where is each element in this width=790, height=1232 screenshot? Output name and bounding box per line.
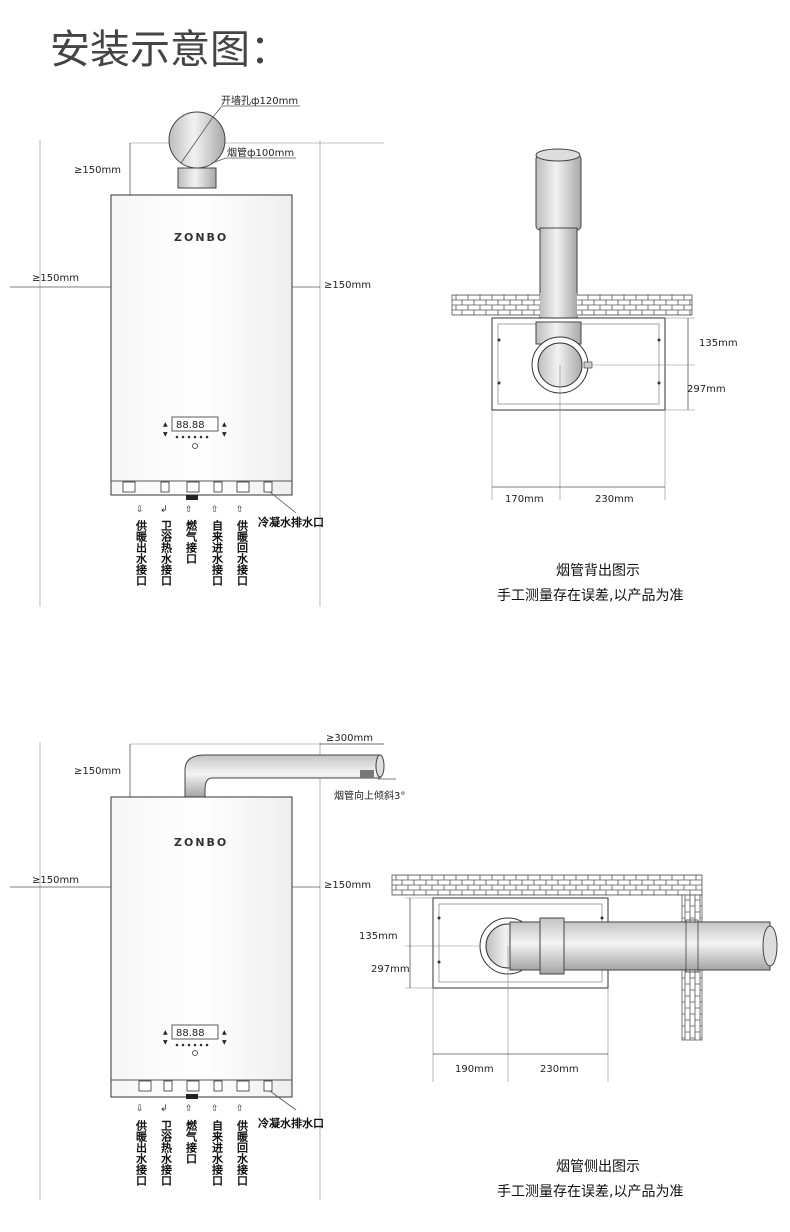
svg-text:▼: ▼ xyxy=(163,431,168,438)
svg-text:⇩: ⇩ xyxy=(136,505,144,515)
svg-text:⇧: ⇧ xyxy=(236,505,244,515)
svg-text:⇧: ⇧ xyxy=(236,1104,244,1114)
back-view-caption: 烟管背出图示 xyxy=(556,563,640,579)
brand-logo-bottom: ZONBO xyxy=(174,836,228,849)
flue-pipe-label: 烟管ф100mm xyxy=(227,146,294,159)
display-panel-bottom xyxy=(171,1024,219,1040)
dim-190-label: 190mm xyxy=(455,1064,494,1075)
bottom-connector-labels: 供暖出水接口 卫浴热水接口 燃气接口 自来进水接口 供暖回水接口 xyxy=(135,1119,250,1187)
bottom-section: ≥150mm ≥300mm ≥150mm ≥150mm 烟管向上倾斜3° ZON… xyxy=(10,733,405,1200)
connector-heating-out-top: 供暖出水接口 xyxy=(135,519,149,587)
side-pipe-clearance-label: ≥300mm xyxy=(326,733,373,744)
dim-135-label: 135mm xyxy=(699,338,738,349)
power-button-icon xyxy=(192,443,198,449)
svg-text:⇧: ⇧ xyxy=(211,1104,219,1114)
svg-text:▼: ▼ xyxy=(163,1039,168,1046)
svg-text:↲: ↲ xyxy=(160,505,168,515)
side-view-caption: 烟管侧出图示 xyxy=(556,1159,640,1175)
connector-cold-in-bottom: 自来进水接口 xyxy=(211,1119,225,1187)
side-exit-view: 190mm 230mm 135mm 297mm 烟管侧出图示 手工测量存在误差,… xyxy=(359,874,778,1200)
connector-cold-in-top: 自来进水接口 xyxy=(211,519,225,587)
svg-text:▲: ▲ xyxy=(163,1029,168,1036)
side-view-note: 手工测量存在误差,以产品为准 xyxy=(497,1184,683,1200)
brand-logo-top: ZONBO xyxy=(174,231,228,244)
svg-text:⇩: ⇩ xyxy=(136,1104,144,1114)
bottom-top-clearance-label: ≥150mm xyxy=(74,766,121,777)
top-connector-labels: 供暖出水接口 卫浴热水接口 燃气接口 自来进水接口 供暖回水接口 xyxy=(135,519,250,587)
connector-hot-water-top: 卫浴热水接口 xyxy=(160,520,173,587)
dim-230b-label: 230mm xyxy=(540,1064,579,1075)
svg-text:▼: ▼ xyxy=(222,431,227,438)
brick-wall-top xyxy=(391,874,703,896)
connector-hot-water-bottom: 卫浴热水接口 xyxy=(160,1120,173,1187)
boiler-body-bottom xyxy=(110,796,293,1098)
display-digits-bottom: 88.88 xyxy=(176,1028,205,1039)
left-clearance-label: ≥150mm xyxy=(32,273,79,284)
boiler-body-top xyxy=(110,194,293,496)
svg-text:⇧: ⇧ xyxy=(185,1104,193,1114)
dim-297b-label: 297mm xyxy=(371,964,410,975)
flue-collar xyxy=(177,167,217,189)
dim-297-label: 297mm xyxy=(687,384,726,395)
top-clearance-label: ≥150mm xyxy=(74,165,121,176)
right-clearance-label: ≥150mm xyxy=(324,280,371,291)
svg-text:↲: ↲ xyxy=(160,1104,168,1114)
bottom-right-clearance-label: ≥150mm xyxy=(324,880,371,891)
display-digits-top: 88.88 xyxy=(176,420,205,431)
top-section: ≥150mm ≥150mm ≥150mm 开墙孔ф120mm 烟管ф100mm … xyxy=(10,94,384,607)
connector-gas-top: 燃气接口 xyxy=(185,519,199,565)
dim-230-label: 230mm xyxy=(595,494,634,505)
connector-gas-bottom: 燃气接口 xyxy=(185,1119,199,1165)
side-flue-pipe xyxy=(184,754,381,798)
svg-text:⇧: ⇧ xyxy=(185,505,193,515)
connector-heating-out-bottom: 供暖出水接口 xyxy=(135,1119,149,1187)
back-exit-view: 170mm 230mm 135mm 297mm 烟管背出图示 手工测量存在误差,… xyxy=(451,148,738,604)
svg-text:▼: ▼ xyxy=(222,1039,227,1046)
dim-135b-label: 135mm xyxy=(359,931,398,942)
page-title: 安装示意图： xyxy=(50,27,290,73)
tilt-note: 烟管向上倾斜3° xyxy=(334,789,405,802)
condensate-label-bottom: 冷凝水排水口 xyxy=(258,1116,324,1130)
svg-text:▲: ▲ xyxy=(163,421,168,428)
back-view-note: 手工测量存在误差,以产品为准 xyxy=(497,588,683,604)
condensate-label-top: 冷凝水排水口 xyxy=(258,515,324,529)
display-panel-top xyxy=(171,416,219,432)
dim-170-label: 170mm xyxy=(505,494,544,505)
svg-text:⇧: ⇧ xyxy=(211,505,219,515)
svg-text:▲: ▲ xyxy=(222,421,227,428)
svg-text:▲: ▲ xyxy=(222,1029,227,1036)
connector-heating-return-top: 供暖回水接口 xyxy=(236,519,250,587)
bottom-left-clearance-label: ≥150mm xyxy=(32,875,79,886)
wall-hole-label: 开墙孔ф120mm xyxy=(221,94,298,107)
back-pipe-upper xyxy=(535,154,582,231)
connector-heating-return-bottom: 供暖回水接口 xyxy=(236,1119,250,1187)
